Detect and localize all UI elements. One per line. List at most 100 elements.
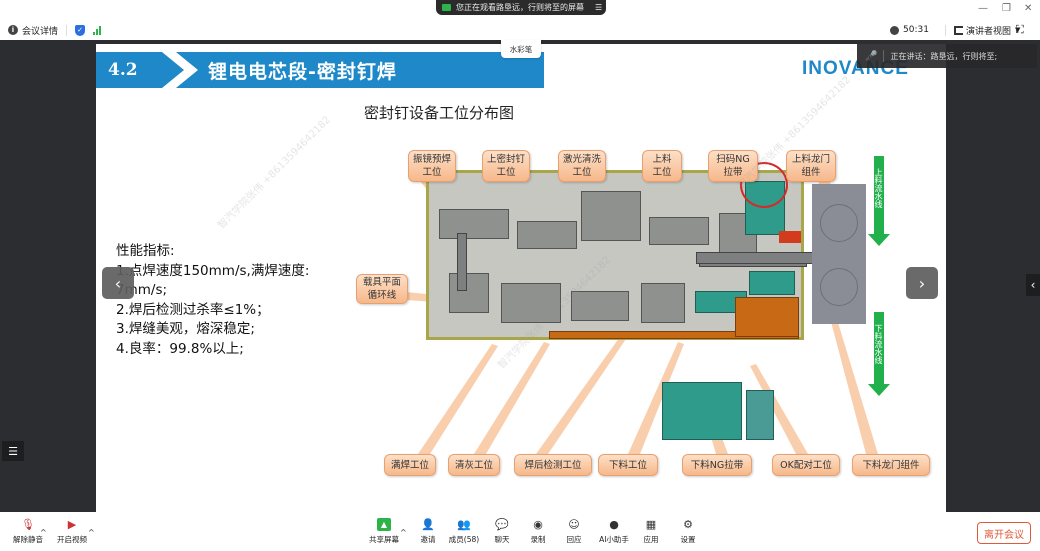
callout-full-weld: 满焊工位 [384, 454, 436, 476]
record-icon: ◉ [533, 518, 543, 531]
callout-laser-clean: 激光清洗工位 [558, 150, 606, 182]
gantry-module [812, 184, 866, 324]
unmute-label: 解除静音 [13, 535, 43, 544]
meeting-details-label: 会议详情 [22, 26, 59, 37]
chevron-left-icon: ‹ [114, 273, 122, 293]
pen-tool-tab[interactable]: 水彩笔 [501, 40, 541, 58]
callout-dust-clean: 清灰工位 [448, 454, 500, 476]
next-slide-button[interactable]: › [906, 267, 938, 299]
arrow-head-icon [868, 234, 890, 246]
close-icon[interactable]: ✕ [1024, 3, 1033, 14]
arrow-head-icon [868, 384, 890, 396]
layout-icon [954, 25, 963, 35]
callout-carrier-loop: 载具平面循环线 [356, 274, 408, 304]
callout-loading: 上料工位 [642, 150, 682, 182]
toolbar-label: 应用 [643, 535, 659, 544]
divider [945, 24, 946, 36]
outflow-label: 下料流水线 [874, 324, 883, 364]
info-icon: i [8, 25, 18, 35]
apps-icon: ▦ [645, 518, 657, 531]
slide-header-bar: 4.2 锂电电芯段-密封钉焊 [96, 52, 544, 88]
start-video-button[interactable]: ▶ 开启视频 [52, 518, 92, 545]
settings-button[interactable]: ⚙ 设置 [668, 518, 708, 545]
performance-indicators: 性能指标: 1.点焊速度150mm/s,满焊速度: 7mm/s; 2.焊后检测过… [116, 242, 309, 359]
divider [66, 24, 68, 36]
callout-unload-ng-belt: 下料NG拉带 [682, 454, 752, 476]
ok-pair-module [746, 390, 774, 440]
prev-slide-button[interactable]: ‹ [102, 267, 134, 299]
meeting-toolbar: 🎙 解除静音 ^ ▶ 开启视频 ^ ▲ 共享屏幕 ^ 👤 邀请 👥 成员(58)… [0, 512, 1040, 551]
perf-item: 1.点焊速度150mm/s,满焊速度: [116, 262, 310, 279]
speaking-indicator: 🎤 正在讲话：路垦远，行则将至; [857, 44, 1037, 68]
callout-galvo-preweld: 振镜预焊工位 [408, 150, 456, 182]
chat-button[interactable]: 💬 聊天 [482, 518, 522, 545]
apps-button[interactable]: ▦ 应用 [631, 518, 671, 545]
members-icon: 👥 [457, 518, 471, 531]
screen-share-banner[interactable]: 您正在观看路垦远，行则将至的屏幕 ☰ [436, 0, 606, 15]
caret-up-icon[interactable]: ^ [400, 528, 407, 537]
restore-icon[interactable]: ❐ [1002, 3, 1011, 14]
meeting-details-button[interactable]: i 会议详情 ✓ [8, 20, 102, 40]
record-button[interactable]: ◉ 录制 [518, 518, 558, 545]
toolbar-label: 录制 [530, 535, 546, 544]
members-button[interactable]: 👥 成员(58) [444, 518, 484, 545]
callout-ok-pairing: OK配对工位 [772, 454, 840, 476]
clock-icon [890, 25, 899, 35]
chat-icon: 💬 [495, 518, 509, 531]
invite-button[interactable]: 👤 邀请 [408, 518, 448, 545]
ng-belt-module [662, 382, 742, 440]
presentation-slide: 4.2 锂电电芯段-密封钉焊 INOVANCE 密封钉设备工位分布图 性能指标:… [96, 44, 946, 512]
chevron-arrow-icon [162, 52, 198, 88]
inflow-arrow [874, 156, 884, 236]
muted-mic-icon: 🎤 [865, 50, 878, 62]
ai-assistant-button[interactable]: ● AI小助手 [594, 518, 634, 545]
toolbar-label: 成员(58) [448, 535, 480, 544]
speaking-label: 正在讲话：路垦远，行则将至; [890, 51, 998, 61]
divider [883, 50, 885, 62]
fullscreen-button[interactable]: ⛶ [1016, 20, 1024, 40]
toolbar-label: 聊天 [494, 535, 510, 544]
side-panel-toggle[interactable]: ‹ [1026, 274, 1040, 296]
outflow-arrow [874, 312, 884, 386]
section-number: 4.2 [108, 60, 138, 80]
invite-icon: 👤 [421, 518, 435, 531]
caret-up-icon[interactable]: ^ [88, 528, 95, 537]
perf-item: 3.焊缝美观，熔深稳定; [116, 321, 255, 337]
diagram-subtitle: 密封钉设备工位分布图 [364, 104, 515, 122]
leave-meeting-button[interactable]: 离开会议 [977, 522, 1031, 544]
timer: 50:31 [890, 20, 929, 40]
network-signal-icon[interactable] [93, 25, 102, 35]
toolbar-label: AI小助手 [599, 535, 629, 544]
perf-item: 2.焊后检测过杀率≤1%； [116, 301, 270, 318]
callout-post-weld-inspect: 焊后检测工位 [514, 454, 592, 476]
slide-title: 锂电电芯段-密封钉焊 [208, 61, 397, 83]
toolbar-label: 回应 [566, 535, 582, 544]
callout-unload-gantry: 下料龙门组件 [852, 454, 930, 476]
menu-icon[interactable]: ☰ [595, 3, 603, 12]
perf-heading: 性能指标: [116, 243, 175, 259]
callout-scan-ng-belt: 扫码NG拉带 [708, 150, 758, 182]
reaction-button[interactable]: ☺ 回应 [554, 518, 594, 545]
chevron-down-icon: ▼ [1015, 26, 1021, 34]
toolbar-label: 邀请 [420, 535, 436, 544]
caret-up-icon[interactable]: ^ [40, 528, 47, 537]
chevron-right-icon: › [918, 273, 926, 293]
slide-list-button[interactable]: ☰ [2, 441, 24, 461]
minimize-icon[interactable]: — [978, 3, 988, 14]
settings-icon: ⚙ [683, 518, 693, 531]
chevron-left-icon: ‹ [1030, 278, 1036, 292]
security-shield-icon[interactable]: ✓ [75, 24, 86, 36]
timer-value: 50:31 [903, 25, 929, 35]
view-mode-dropdown[interactable]: 演讲者视图 ▼ [945, 20, 1020, 40]
toolbar-label: 设置 [680, 535, 696, 544]
view-mode-label: 演讲者视图 [966, 26, 1012, 37]
annotation-circle [740, 162, 788, 208]
share-banner-text: 您正在观看路垦远，行则将至的屏幕 [456, 3, 584, 12]
start-video-label: 开启视频 [57, 535, 87, 544]
video-off-icon: ▶ [67, 518, 77, 531]
fullscreen-icon: ⛶ [1016, 23, 1024, 36]
unmute-button[interactable]: 🎙 解除静音 [8, 518, 48, 545]
share-screen-button[interactable]: ▲ 共享屏幕 [364, 518, 404, 545]
reaction-icon: ☺ [568, 518, 580, 531]
callout-unloading: 下料工位 [598, 454, 658, 476]
